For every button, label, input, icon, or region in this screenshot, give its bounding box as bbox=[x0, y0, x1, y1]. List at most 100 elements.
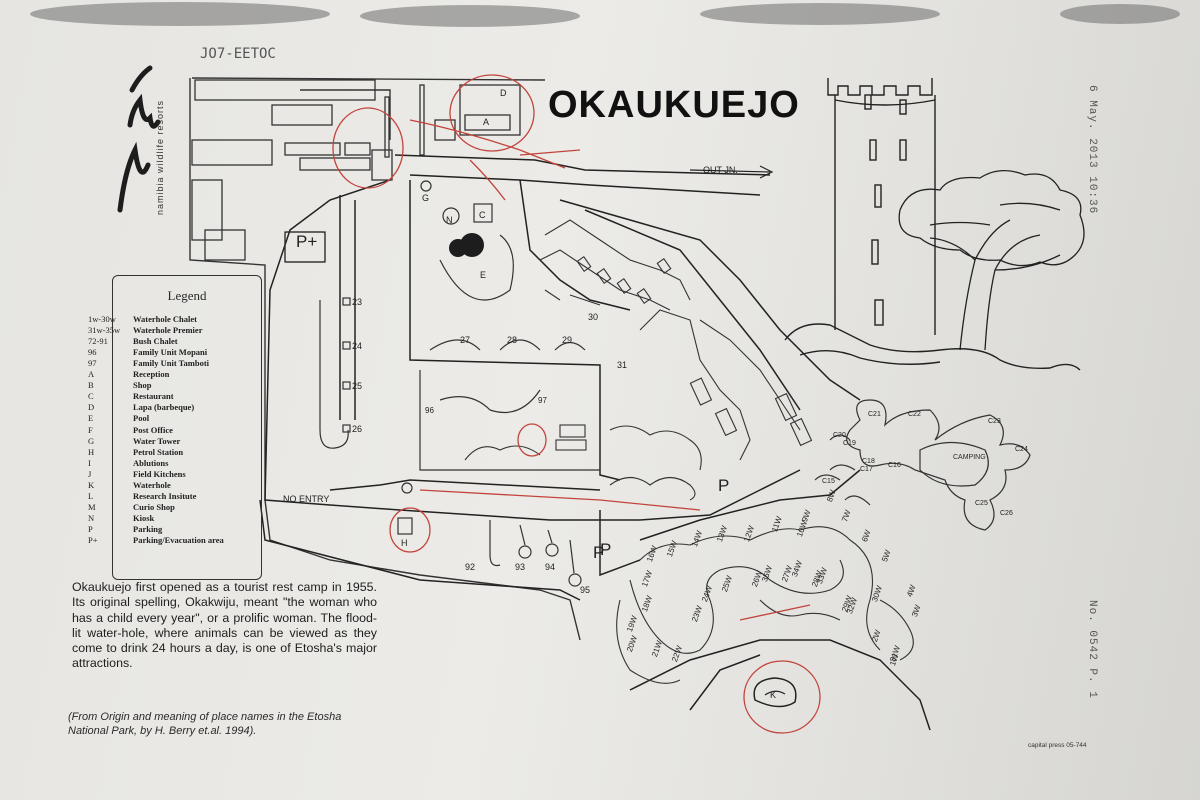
camping-label: CAMPING bbox=[953, 454, 986, 461]
campsite-label: C23 bbox=[988, 418, 1001, 425]
family-unit-label: 96 bbox=[425, 406, 434, 415]
unit-label: 93 bbox=[515, 562, 526, 572]
legend-code: N bbox=[88, 512, 95, 523]
org-name: namibia wildlife resorts bbox=[155, 99, 165, 215]
legend-description: Post Office bbox=[133, 424, 173, 435]
legend-code: 31w-35w bbox=[88, 325, 121, 336]
waterhole-chalets bbox=[616, 526, 914, 684]
legend-item: H Petrol Station bbox=[88, 447, 183, 457]
legend-code: 96 bbox=[88, 347, 97, 358]
legend-code: 97 bbox=[88, 358, 97, 369]
tree-drawing bbox=[898, 170, 1085, 351]
printer-credit: capital press 05-744 bbox=[1028, 742, 1087, 749]
chalet-clusters bbox=[464, 219, 813, 501]
facility-code-label: N bbox=[446, 215, 453, 225]
waterhole bbox=[753, 677, 797, 708]
legend-code: C bbox=[88, 391, 94, 402]
legend-description: Lapa (barbeque) bbox=[133, 402, 195, 413]
legend-description: Bush Chalet bbox=[133, 336, 178, 347]
units-bottom bbox=[489, 520, 582, 587]
legend-description: Family Unit Mopani bbox=[133, 347, 208, 358]
parking-evac bbox=[284, 231, 349, 449]
legend-description: Shop bbox=[133, 380, 152, 391]
unit-label: 95 bbox=[580, 585, 591, 595]
no-entry-label: NO ENTRY bbox=[283, 494, 330, 504]
legend-item: B Shop bbox=[88, 380, 151, 390]
legend-code: K bbox=[88, 479, 95, 490]
campsite-label: C18 bbox=[862, 458, 875, 465]
campsite-label: C24 bbox=[1015, 446, 1028, 453]
petrol-station bbox=[397, 482, 413, 535]
legend-description: Reception bbox=[133, 369, 170, 380]
legend-description: Parking/Evacuation area bbox=[133, 535, 224, 545]
facility-code-label: P+ bbox=[296, 232, 318, 251]
unit-label: 26 bbox=[352, 424, 363, 434]
campsite-label: C22 bbox=[908, 411, 921, 418]
legend-code: M bbox=[88, 501, 96, 512]
campsite-label: C16 bbox=[888, 462, 901, 469]
legend-code: 72-91 bbox=[88, 336, 108, 347]
legend-code: G bbox=[88, 435, 95, 446]
legend-description: Family Unit Tamboti bbox=[133, 358, 210, 369]
source-citation: (From Origin and meaning of place names … bbox=[68, 711, 342, 737]
legend-description: Waterhole Chalet bbox=[133, 314, 197, 324]
unit-label: 24 bbox=[352, 341, 363, 351]
legend-description: Waterhole Premier bbox=[133, 325, 203, 336]
legend-description: Parking bbox=[133, 523, 163, 534]
facility-code-label: K bbox=[770, 690, 777, 700]
roads bbox=[259, 154, 931, 731]
campsite-label: C17 bbox=[860, 466, 873, 473]
unit-label: 94 bbox=[545, 562, 556, 572]
legend-item: P+ Parking/Evacuation area bbox=[88, 535, 224, 545]
campsites bbox=[814, 399, 1031, 531]
unit-label: 31 bbox=[617, 360, 628, 370]
legend-code: E bbox=[88, 413, 94, 424]
legend-description: Ablutions bbox=[133, 457, 169, 468]
legend-code: D bbox=[88, 402, 95, 413]
legend-code: H bbox=[88, 446, 95, 457]
out-arrow bbox=[689, 165, 774, 179]
facility-code-label: D bbox=[500, 88, 507, 98]
red-pen-annotations bbox=[332, 74, 821, 734]
legend-code: B bbox=[88, 380, 94, 391]
legend-code: J bbox=[88, 468, 92, 479]
legend-item: C Restaurant bbox=[88, 391, 174, 401]
legend-description: Research Insitute bbox=[133, 490, 197, 501]
facility-code-label: H bbox=[401, 538, 408, 548]
campsite-label: C20 bbox=[833, 432, 846, 439]
campsite-label: C26 bbox=[1000, 510, 1013, 517]
unit-label: 28 bbox=[507, 335, 518, 345]
campsite-label: C15 bbox=[822, 478, 835, 485]
unit-label: 27 bbox=[460, 335, 471, 345]
facility-code-label: G bbox=[422, 193, 430, 203]
pool-area bbox=[420, 180, 514, 301]
facility-code-label: P bbox=[718, 476, 730, 495]
facility-code-label: A bbox=[483, 117, 490, 127]
legend-item: 31w-35w Waterhole Premier bbox=[88, 325, 202, 335]
legend-description: Restaurant bbox=[133, 391, 174, 402]
campsite-label: C21 bbox=[868, 411, 881, 418]
handwritten-note: JO7-EETOC bbox=[200, 46, 276, 62]
legend-code: P+ bbox=[88, 535, 98, 545]
perimeter bbox=[189, 77, 581, 641]
legend-box bbox=[112, 275, 262, 580]
unit-label: 25 bbox=[352, 381, 363, 391]
facility-code-label: P bbox=[600, 540, 612, 559]
legend-item: 72-91 Bush Chalet bbox=[88, 336, 178, 346]
unit-label: 23 bbox=[352, 297, 363, 307]
legend-code: F bbox=[88, 424, 93, 435]
legend-description: Petrol Station bbox=[133, 446, 184, 457]
units-left bbox=[342, 297, 600, 471]
legend-code: P bbox=[88, 523, 93, 534]
legend-code: L bbox=[88, 490, 94, 501]
legend-item: D Lapa (barbeque) bbox=[88, 402, 194, 412]
legend-code: 1w-30w bbox=[88, 314, 116, 324]
